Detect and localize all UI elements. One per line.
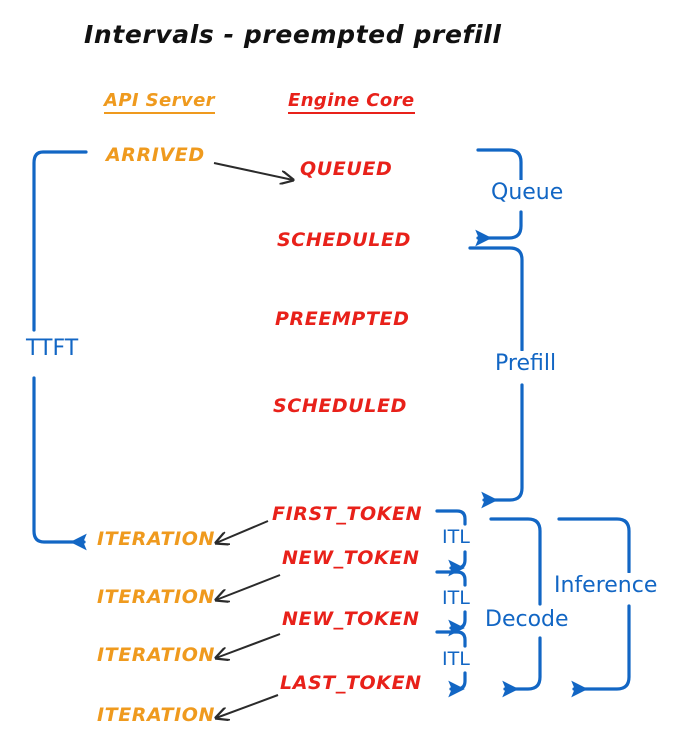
event-core-new-token-2: NEW_TOKEN — [282, 608, 420, 630]
arrow-new-token-to-iteration-3 — [216, 633, 281, 658]
arrow-arrived-to-queued — [213, 162, 293, 180]
interval-label-itl-3: ITL — [438, 648, 474, 670]
interval-label-decode: Decode — [481, 607, 573, 632]
event-core-queued: QUEUED — [300, 158, 393, 180]
event-api-iteration-2: ITERATION — [97, 586, 216, 608]
event-core-preempted: PREEMPTED — [275, 308, 410, 330]
interval-label-ttft: TTFT — [22, 336, 83, 361]
event-api-arrived: ARRIVED — [106, 144, 205, 166]
event-api-iteration-3: ITERATION — [97, 644, 216, 666]
event-core-first-token: FIRST_TOKEN — [272, 503, 423, 525]
interval-label-itl-1: ITL — [438, 526, 474, 548]
arrow-first-token-to-iteration — [216, 520, 269, 543]
event-api-iteration-1: ITERATION — [97, 528, 216, 550]
event-core-last-token: LAST_TOKEN — [280, 672, 422, 694]
arrow-last-token-to-iteration-4 — [216, 694, 279, 718]
arrow-new-token-to-iteration-2 — [216, 574, 281, 600]
event-core-new-token-1: NEW_TOKEN — [282, 547, 420, 569]
event-core-scheduled-2: SCHEDULED — [273, 395, 407, 417]
column-header-api-server: API Server — [104, 92, 215, 114]
interval-label-prefill: Prefill — [491, 351, 561, 376]
page-title: Intervals - preempted prefill — [84, 20, 502, 49]
interval-label-itl-2: ITL — [438, 587, 474, 609]
column-header-engine-core: Engine Core — [288, 92, 415, 114]
bracket-inference — [557, 517, 631, 698]
interval-label-queue: Queue — [487, 180, 568, 205]
event-core-scheduled-1: SCHEDULED — [277, 229, 411, 251]
event-api-iteration-4: ITERATION — [97, 704, 216, 726]
bracket-decode — [489, 517, 542, 698]
interval-label-inference: Inference — [550, 573, 662, 598]
